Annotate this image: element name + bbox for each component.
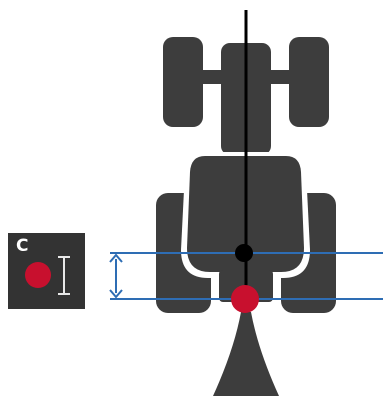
hitch-point-icon — [231, 285, 259, 313]
pivot-point-icon — [235, 244, 253, 262]
red-dot-icon — [25, 262, 51, 288]
front-left-wheel — [163, 37, 203, 127]
i-beam-dimension-icon — [58, 256, 70, 295]
legend-label: C — [16, 236, 28, 256]
legend-box: C — [8, 233, 85, 309]
dimension-arrow-icon — [109, 253, 123, 299]
implement-body — [213, 312, 279, 396]
front-right-wheel — [289, 37, 329, 127]
